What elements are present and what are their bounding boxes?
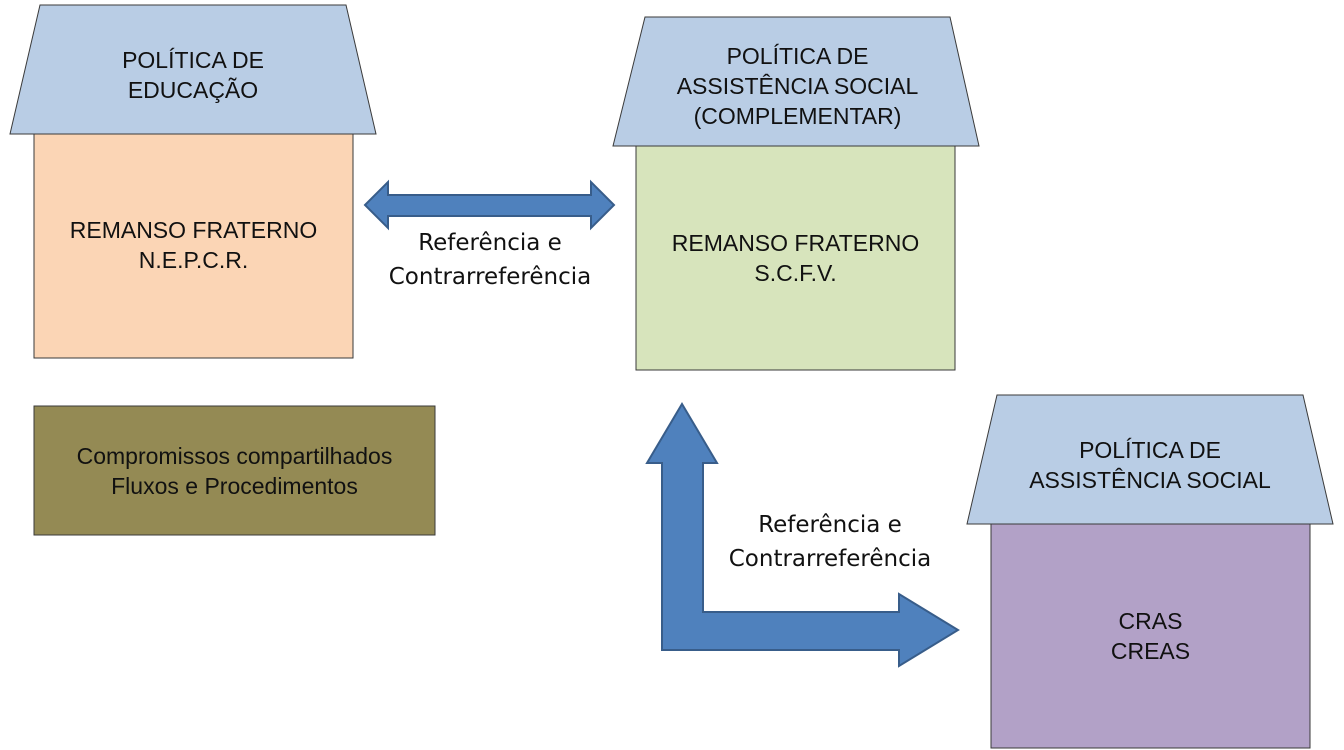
arrow-label-line: Referência e (418, 230, 562, 256)
body-line: N.E.P.C.R. (138, 247, 249, 273)
social-complementar-roof (612, 16, 980, 147)
elbow-arrow (645, 402, 960, 668)
compromissos-line: Fluxos e Procedimentos (111, 473, 358, 499)
elbow-arrow-label: Referência e Contrarreferência (710, 508, 950, 576)
roof-line: ASSISTÊNCIA SOCIAL (1029, 467, 1271, 493)
social-body-label: CRAS CREAS (991, 591, 1310, 681)
body-line: CRAS (1118, 608, 1183, 634)
roof-line: POLÍTICA DE (726, 43, 869, 69)
roof-line: POLÍTICA DE (122, 47, 264, 73)
roof-line: ASSISTÊNCIA SOCIAL (676, 73, 919, 99)
double-headed-arrow (363, 179, 616, 231)
compromissos-label: Compromissos compartilhados Fluxos e Pro… (34, 426, 435, 516)
social-roof-label: POLÍTICA DE ASSISTÊNCIA SOCIAL (997, 420, 1303, 510)
social-complementar-roof-label: POLÍTICA DE ASSISTÊNCIA SOCIAL (COMPLEME… (645, 40, 950, 132)
compromissos-line: Compromissos compartilhados (76, 443, 393, 469)
roof-line: POLÍTICA DE (1079, 437, 1221, 463)
arrow-label-line: Contrarreferência (388, 264, 592, 290)
education-body-label: REMANSO FRATERNO N.E.P.C.R. (34, 200, 353, 290)
education-body (33, 132, 354, 359)
education-roof-label: POLÍTICA DE EDUCAÇÃO (40, 30, 346, 120)
roof-line: (COMPLEMENTAR) (693, 103, 902, 129)
roof-line: EDUCAÇÃO (127, 77, 259, 103)
social-complementar-body (635, 144, 956, 371)
compromissos-box (33, 405, 436, 536)
social-complementar-body-label: REMANSO FRATERNO S.C.F.V. (636, 213, 955, 303)
horizontal-arrow-label: Referência e Contrarreferência (370, 226, 610, 294)
arrow-label-line: Referência e (758, 512, 902, 538)
body-line: REMANSO FRATERNO (671, 230, 920, 256)
education-roof (9, 4, 377, 135)
body-line: S.C.F.V. (754, 260, 837, 286)
body-line: REMANSO FRATERNO (69, 217, 318, 243)
social-roof (966, 394, 1334, 525)
body-line: CREAS (1110, 638, 1191, 664)
social-body (990, 522, 1311, 749)
arrow-label-line: Contrarreferência (728, 546, 932, 572)
